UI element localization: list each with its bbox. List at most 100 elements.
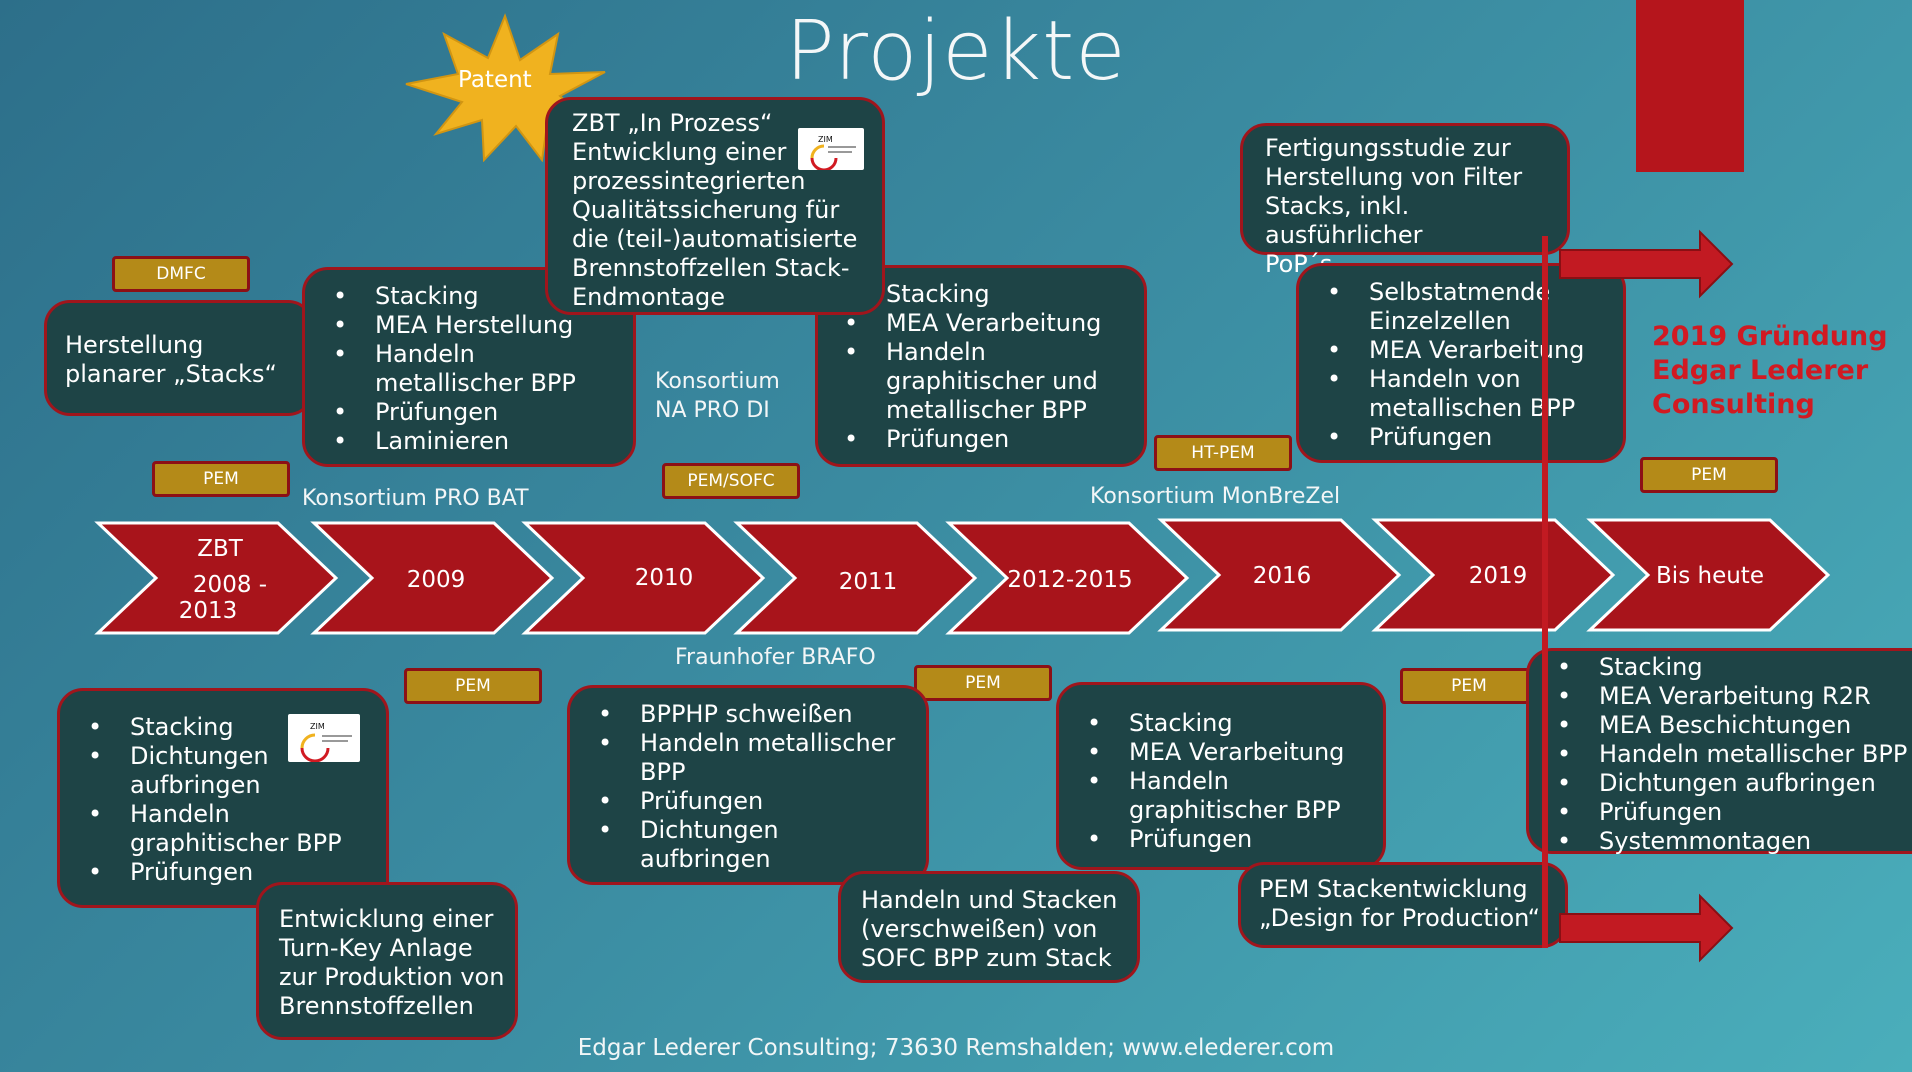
arrow-right-icon bbox=[1559, 893, 1734, 963]
label-na-pro-di: NA PRO DI bbox=[655, 398, 770, 423]
list-item: MEA Verarbeitung bbox=[1087, 738, 1383, 767]
box-text: Turn-Key Anlage bbox=[279, 934, 473, 962]
box-pem-stack: PEM Stackentwicklung „Design for Product… bbox=[1238, 862, 1568, 948]
chevron-label: 2016 bbox=[1252, 563, 1312, 589]
tag-ht-pem: HT-PEM bbox=[1154, 435, 1292, 471]
list-item: Dichtungen bbox=[88, 742, 386, 771]
box-fertigungsstudie: Fertigungsstudie zur Herstellung von Fil… bbox=[1240, 123, 1570, 278]
footer: Edgar Lederer Consulting; 73630 Remshald… bbox=[577, 1035, 1335, 1061]
tag-pem: PEM bbox=[152, 461, 290, 497]
chevron-2011 bbox=[733, 521, 978, 635]
box-text: planarer „Stacks“ bbox=[65, 360, 277, 388]
page-title: Projekte bbox=[785, 4, 1127, 99]
label-konsortium-pro-bat: Konsortium PRO BAT bbox=[302, 486, 529, 511]
box-text: Brennstoffzellen bbox=[279, 992, 474, 1020]
tag-pem: PEM bbox=[1400, 668, 1538, 704]
list-item: Handeln metallischer BPP bbox=[1557, 740, 1912, 769]
zim-logo-icon: ZIM bbox=[288, 714, 360, 763]
y2016-list: Stacking MEA Verarbeitung Handeln graphi… bbox=[1081, 709, 1383, 854]
tag-dmfc: DMFC bbox=[112, 256, 250, 292]
list-item: Stacking bbox=[1087, 709, 1383, 738]
box-text: PEM Stackentwicklung bbox=[1259, 875, 1528, 903]
box-text: ZBT „In Prozess“ bbox=[572, 109, 773, 137]
chevron-label: Bis heute bbox=[1656, 563, 1764, 589]
list-item: Prüfungen bbox=[844, 425, 1144, 454]
chevron-2010 bbox=[521, 521, 766, 635]
list-item: Prüfungen bbox=[1087, 825, 1383, 854]
box-text: Herstellung von Filter bbox=[1265, 163, 1523, 191]
box-text: zur Produktion von bbox=[279, 963, 505, 991]
box-text: prozessintegrierten bbox=[572, 167, 806, 195]
chevron-2012-2015 bbox=[945, 521, 1190, 635]
chevron-label: 2013 bbox=[178, 598, 238, 624]
box-text: Entwicklung einer bbox=[279, 905, 494, 933]
zbt-bottom-list: Stacking Dichtungen aufbringen Handeln g… bbox=[82, 713, 386, 887]
list-item: Stacking bbox=[1557, 653, 1912, 682]
red-bookmark-bar bbox=[1636, 0, 1744, 172]
list-item: Dichtungen bbox=[598, 816, 926, 845]
box-turnkey: Entwicklung einer Turn-Key Anlage zur Pr… bbox=[256, 882, 518, 1040]
box-probat: Stacking MEA Herstellung Handeln metalli… bbox=[302, 267, 636, 467]
box-text: SOFC BPP zum Stack bbox=[861, 944, 1112, 972]
list-item: Prüfungen bbox=[333, 398, 633, 427]
list-item: Prüfungen bbox=[1327, 423, 1623, 452]
list-item: graphitischer BPP bbox=[130, 829, 342, 857]
arrow-right-icon bbox=[1559, 229, 1734, 299]
list-item: Handeln metallischer bbox=[598, 729, 926, 758]
box-text: Entwicklung einer bbox=[572, 138, 787, 166]
brafo-list: BPPHP schweißen Handeln metallischer BPP… bbox=[592, 700, 926, 874]
chevron-2019 bbox=[1371, 518, 1616, 632]
box-sofc-stack: Handeln und Stacken (verschweißen) von S… bbox=[838, 871, 1140, 983]
chevron-label: 2019 bbox=[1468, 563, 1528, 589]
list-item: Einzelzellen bbox=[1369, 307, 1511, 335]
heute-list: Stacking MEA Verarbeitung R2R MEA Beschi… bbox=[1551, 653, 1912, 856]
founding-vertical-line bbox=[1542, 236, 1548, 948]
chevron-label: 2009 bbox=[406, 567, 466, 593]
list-item: graphitischer und bbox=[886, 367, 1098, 395]
label-konsortium: Konsortium bbox=[655, 369, 780, 394]
chevron-2009 bbox=[310, 521, 555, 635]
label-konsortium-monbrezel: Konsortium MonBreZel bbox=[1090, 484, 1341, 509]
box-bis-heute: Stacking MEA Verarbeitung R2R MEA Beschi… bbox=[1526, 648, 1912, 856]
napro-list: Stacking MEA Verarbeitung Handeln graphi… bbox=[838, 280, 1144, 454]
box-text: Herstellung bbox=[65, 331, 204, 359]
list-item: metallischen BPP bbox=[1369, 394, 1576, 422]
box-text: „Design for Production“ bbox=[1259, 904, 1541, 932]
list-item: Handeln von bbox=[1327, 365, 1623, 394]
list-item: Dichtungen aufbringen bbox=[1557, 769, 1912, 798]
list-item: aufbringen bbox=[130, 771, 261, 799]
chevron-2016 bbox=[1157, 518, 1402, 632]
list-item: Stacking bbox=[844, 280, 1144, 309]
box-text: (verschweißen) von bbox=[861, 915, 1098, 943]
list-item: MEA Herstellung bbox=[333, 311, 633, 340]
founding-text: 2019 Gründung Edgar Lederer Consulting bbox=[1652, 320, 1888, 422]
box-monbrezel: Selbstatmende Einzelzellen MEA Verarbeit… bbox=[1296, 263, 1626, 463]
tag-pem: PEM bbox=[1640, 457, 1778, 493]
chevron-label: 2012-2015 bbox=[1007, 567, 1133, 593]
founding-line: 2019 Gründung bbox=[1652, 321, 1888, 352]
monbrezel-list: Selbstatmende Einzelzellen MEA Verarbeit… bbox=[1321, 278, 1623, 452]
chevron-bis-heute bbox=[1586, 518, 1831, 632]
list-item: metallischer BPP bbox=[375, 369, 576, 397]
list-item: Prüfungen bbox=[88, 858, 386, 887]
svg-text:ZIM: ZIM bbox=[818, 135, 833, 144]
list-item: graphitischer BPP bbox=[1129, 796, 1341, 824]
list-item: Systemmontagen bbox=[1557, 827, 1912, 856]
box-text: die (teil-)automatisierte bbox=[572, 225, 858, 253]
chevron-label: 2011 bbox=[838, 569, 898, 595]
list-item: MEA Verarbeitung bbox=[844, 309, 1144, 338]
list-item: MEA Beschichtungen bbox=[1557, 711, 1912, 740]
list-item: BPP bbox=[640, 758, 686, 786]
founding-line: Consulting bbox=[1652, 389, 1815, 420]
zim-logo-icon: ZIM bbox=[798, 128, 864, 172]
box-text: Endmontage bbox=[572, 283, 725, 311]
list-item: Handeln bbox=[844, 338, 1144, 367]
box-planar-stacks: Herstellung planarer „Stacks“ bbox=[44, 300, 314, 416]
list-item: Laminieren bbox=[333, 427, 633, 456]
tag-pem: PEM bbox=[914, 665, 1052, 701]
list-item: metallischer BPP bbox=[886, 396, 1087, 424]
list-item: Prüfungen bbox=[1557, 798, 1912, 827]
box-brafo: BPPHP schweißen Handeln metallischer BPP… bbox=[567, 685, 929, 885]
chevron-label: 2010 bbox=[634, 565, 694, 591]
list-item: Handeln bbox=[1087, 767, 1383, 796]
